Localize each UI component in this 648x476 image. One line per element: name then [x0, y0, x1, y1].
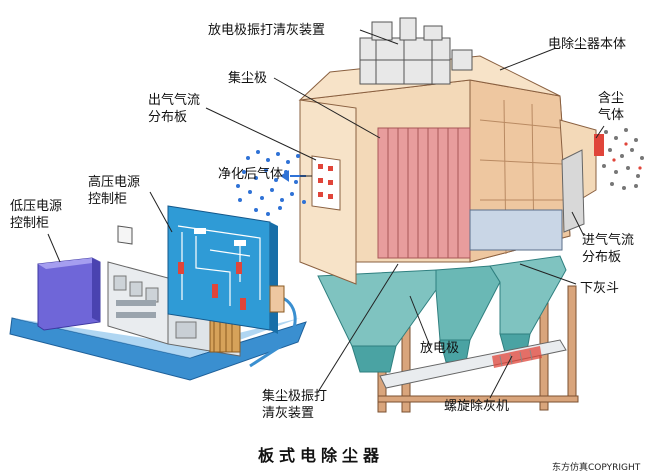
note-sheet	[117, 225, 133, 245]
label-lv-cabinet-line2: 控制柜	[10, 216, 50, 231]
label-collector-rapping-line2: 清灰装置	[262, 406, 315, 421]
label-lv-cabinet: 低压电源 控制柜	[10, 198, 62, 232]
label-screw-conveyor: 螺旋除灰机	[444, 399, 510, 414]
label-discharge-electrode: 放电极	[420, 341, 460, 356]
leader-lines	[47, 29, 605, 399]
label-hv-cabinet: 高压电源 控制柜	[88, 174, 140, 208]
collecting-plates	[377, 127, 563, 259]
label-discharge-rapping: 放电极振打清灰装置	[208, 23, 326, 38]
label-collecting-electrode: 集尘极	[228, 71, 268, 86]
label-ash-hopper: 下灰斗	[580, 281, 620, 296]
label-precipitator-body: 电除尘器本体	[548, 37, 627, 52]
label-dusty-gas-line1: 含尘	[598, 91, 625, 106]
inlet-duct	[559, 119, 604, 233]
label-inlet-distribution-line2: 分布板	[582, 250, 622, 265]
discharge-rapping-device	[359, 17, 473, 85]
control-panel-board	[167, 205, 278, 334]
label-hv-cabinet-line2: 控制柜	[88, 192, 128, 207]
label-collector-rapping: 集尘极振打 清灰装置	[262, 388, 327, 422]
copyright-text: 东方仿真COPYRIGHT	[552, 463, 641, 473]
label-inlet-distribution: 进气气流 分布板	[582, 232, 634, 266]
low-voltage-cabinet	[37, 257, 101, 331]
label-outlet-distribution-line2: 分布板	[148, 110, 188, 125]
clean-gas-flow	[236, 150, 306, 216]
label-inlet-distribution-line1: 进气气流	[582, 233, 635, 248]
label-collector-rapping-line1: 集尘极振打	[262, 389, 328, 404]
label-lv-cabinet-line1: 低压电源	[10, 199, 63, 214]
diagram-caption: 板式电除尘器	[258, 446, 385, 465]
label-outlet-distribution: 出气气流 分布板	[148, 92, 200, 126]
label-dusty-gas: 含尘 气体	[598, 90, 624, 124]
label-clean-gas: 净化后气体	[218, 167, 284, 182]
label-hv-cabinet-line1: 高压电源	[88, 175, 141, 190]
outlet-distribution-plate	[311, 155, 341, 211]
cable-connector	[269, 285, 285, 313]
label-outlet-distribution-line1: 出气气流	[148, 93, 201, 108]
ash-hoppers	[317, 255, 567, 373]
label-dusty-gas-line2: 气体	[598, 108, 625, 123]
screw-conveyor	[379, 339, 567, 389]
dusty-gas-flow	[602, 128, 644, 190]
